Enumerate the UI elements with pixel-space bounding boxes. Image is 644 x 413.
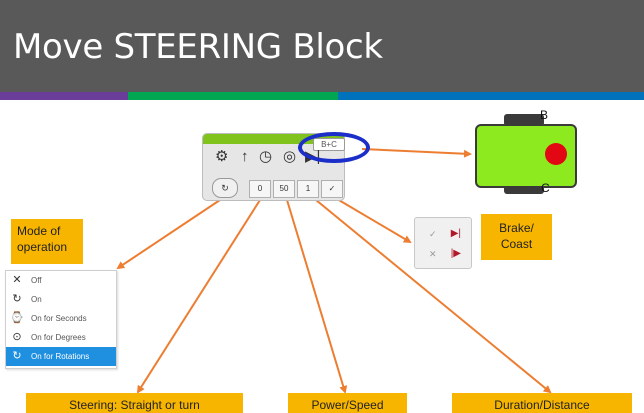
degrees-icon: ⊙ bbox=[12, 331, 22, 343]
arrow-to-steering bbox=[136, 199, 261, 394]
on-icon: ↻ bbox=[12, 293, 22, 305]
title-bar bbox=[0, 0, 644, 92]
brake-option[interactable]: ✓ ▶| bbox=[419, 226, 467, 242]
brake-value[interactable]: ✓ bbox=[321, 180, 343, 198]
port-highlight-oval bbox=[298, 132, 370, 163]
mode-label-line2: operation bbox=[17, 240, 68, 254]
duration-value[interactable]: 1 bbox=[297, 180, 319, 198]
mode-menu: ✕ Off ↻ On ⌚ On for Seconds ⊙ On for Deg… bbox=[5, 270, 117, 369]
block-values: 0 50 1 ✓ bbox=[249, 180, 345, 198]
cross-icon: ✕ bbox=[429, 249, 437, 259]
mode-label-line1: Mode of bbox=[17, 224, 61, 238]
robot-port-c-label: C bbox=[541, 181, 550, 195]
power-arrow-icon: ↑ bbox=[241, 148, 249, 165]
steering-label: Steering: Straight or turn bbox=[26, 393, 243, 413]
arrow-to-power bbox=[286, 199, 348, 394]
brake-stop-icon: ▶| bbox=[450, 228, 461, 239]
mode-item-off[interactable]: ✕ Off bbox=[6, 271, 116, 290]
mode-of-operation-label: Mode of operation bbox=[11, 219, 83, 264]
mode-item-seconds[interactable]: ⌚ On for Seconds bbox=[6, 309, 116, 328]
duration-distance-label: Duration/Distance bbox=[452, 393, 632, 413]
mode-item-on[interactable]: ↻ On bbox=[6, 290, 116, 309]
timer-icon: ⌚ bbox=[10, 312, 24, 324]
robot-front-sensor bbox=[545, 143, 567, 165]
mode-item-rotations[interactable]: ↻ On for Rotations bbox=[6, 347, 116, 366]
brake-coast-selector: ✓ ▶| ✕ |▶ bbox=[414, 217, 472, 269]
mode-item-label: Off bbox=[31, 276, 42, 285]
coast-icon: |▶ bbox=[450, 248, 461, 259]
mode-item-label: On for Seconds bbox=[31, 314, 87, 323]
brake-label-line2: Coast bbox=[500, 237, 533, 251]
robot-port-b-label: B bbox=[540, 108, 549, 122]
steering-icon: ⚙ bbox=[215, 148, 229, 165]
steering-value[interactable]: 0 bbox=[249, 180, 271, 198]
brake-label-line1: Brake/ bbox=[499, 221, 534, 235]
arrow-to-brake bbox=[331, 195, 412, 244]
mode-item-label: On for Degrees bbox=[31, 333, 86, 342]
mode-item-label: On bbox=[31, 295, 42, 304]
mode-item-degrees[interactable]: ⊙ On for Degrees bbox=[6, 328, 116, 347]
arrow-to-duration bbox=[315, 199, 552, 394]
color-stripes bbox=[0, 92, 644, 100]
slide-title: Move STEERING Block bbox=[13, 27, 383, 67]
off-icon: ✕ bbox=[12, 274, 22, 286]
rotations-icon: ◎ bbox=[283, 148, 297, 165]
power-value[interactable]: 50 bbox=[273, 180, 295, 198]
speed-dial-icon: ◷ bbox=[259, 148, 273, 165]
arrow-port-to-robot bbox=[361, 148, 472, 158]
mode-button[interactable]: ↻ bbox=[212, 178, 238, 198]
robot-wheel-top bbox=[504, 114, 544, 126]
coast-option[interactable]: ✕ |▶ bbox=[419, 246, 467, 262]
arrow-to-mode-label bbox=[116, 195, 227, 270]
block-header bbox=[203, 134, 344, 144]
mode-item-label: On for Rotations bbox=[31, 352, 90, 361]
brake-coast-label: Brake/ Coast bbox=[481, 214, 552, 260]
rotations-icon: ↻ bbox=[12, 350, 22, 362]
check-icon: ✓ bbox=[429, 229, 437, 239]
power-speed-label: Power/Speed bbox=[288, 393, 407, 413]
